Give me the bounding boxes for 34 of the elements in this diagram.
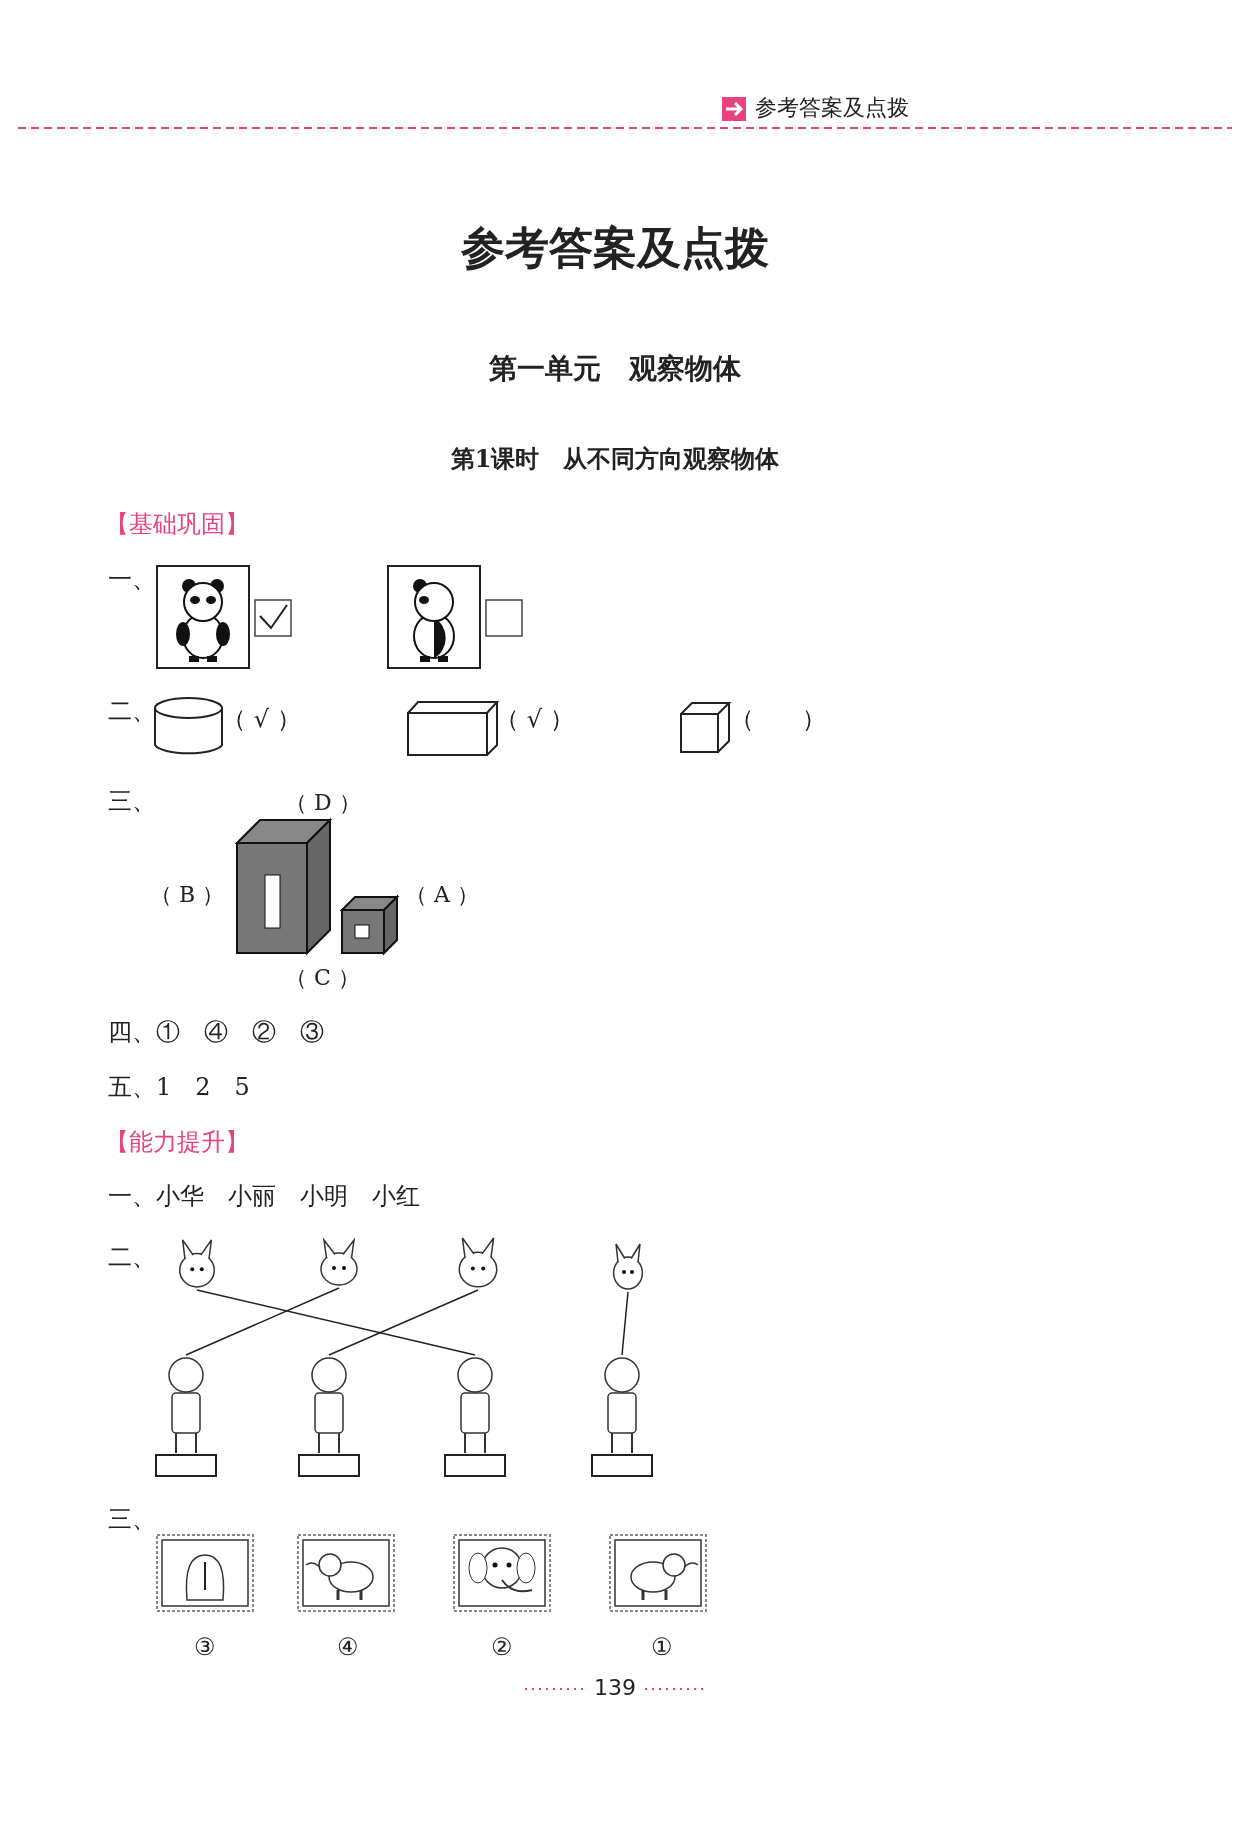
answer-text: （ D ）	[285, 790, 361, 817]
question-number: 三、	[108, 787, 156, 816]
section-heading: 【基础巩固】	[105, 510, 249, 539]
header-text: 参考答案及点拨	[755, 95, 909, 122]
page-number: 139	[594, 1675, 636, 1702]
matching-line	[328, 1289, 479, 1356]
answer-text: ②	[491, 1633, 513, 1662]
answer-text: （ C ）	[285, 965, 360, 992]
answer-text: （ A ）	[405, 882, 479, 909]
answer-text: （ √ ）	[222, 705, 301, 734]
statue-drawing	[298, 1355, 360, 1477]
question-number: 三、	[108, 1505, 156, 1534]
section-heading: 【能力提升】	[105, 1128, 249, 1157]
statue-drawing	[155, 1355, 217, 1477]
answer-text: 五、1 2 5	[108, 1073, 250, 1102]
matching-line	[621, 1291, 629, 1356]
answer-text: 一、小华 小丽 小明 小红	[108, 1182, 420, 1211]
answer-text: （ ）	[730, 705, 826, 734]
question-number: 二、	[108, 697, 156, 726]
answer-text: （ B ）	[150, 882, 225, 909]
answer-text: ③	[194, 1633, 216, 1662]
lesson-heading: 第1课时 从不同方向观察物体	[450, 445, 780, 474]
matching-line	[196, 1289, 476, 1356]
question-number: 一、	[108, 565, 156, 594]
answer-text: ④	[337, 1633, 359, 1662]
answer-text: ①	[651, 1633, 673, 1662]
answer-text: （ √ ）	[495, 705, 574, 734]
answer-text: 四、① ④ ② ③	[108, 1018, 324, 1047]
question-number: 二、	[108, 1243, 156, 1272]
page-title: 参考答案及点拨	[461, 222, 769, 275]
unit-heading: 第一单元 观察物体	[489, 352, 741, 386]
statue-drawing	[591, 1355, 653, 1477]
statue-drawing	[444, 1355, 506, 1477]
matching-line	[185, 1287, 340, 1356]
